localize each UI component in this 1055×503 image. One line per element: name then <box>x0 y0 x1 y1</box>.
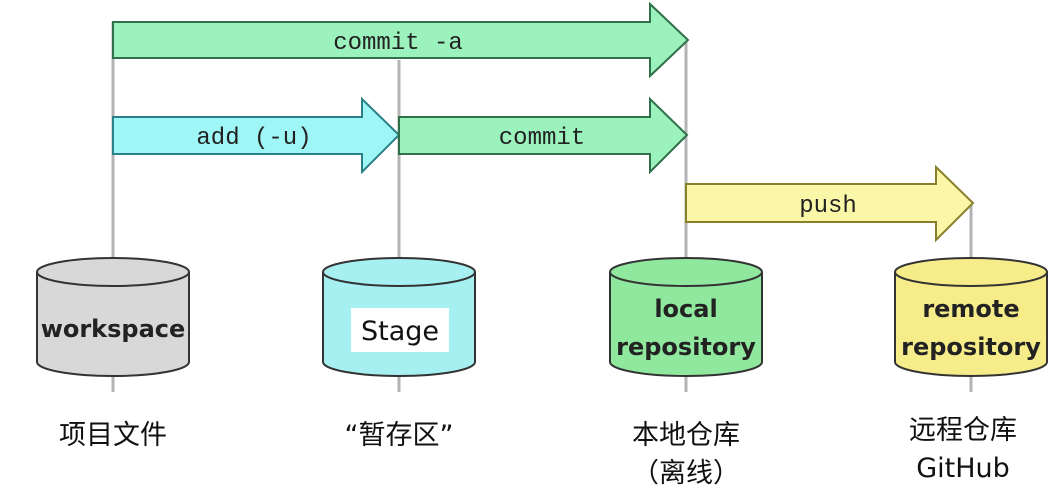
local-label-line2: repository <box>616 333 756 361</box>
remote-label-line1: remote <box>922 295 1019 323</box>
remote-caption: 远程仓库 GitHub <box>871 412 1055 488</box>
remote-caption-line2: GitHub <box>916 453 1010 484</box>
local-label-line1: local <box>654 295 717 323</box>
local-caption-line1: 本地仓库 <box>632 420 740 451</box>
local-repository-cylinder: local repository <box>609 257 763 377</box>
workspace-caption-text: 项目文件 <box>59 420 167 451</box>
commit-all-arrow: commit -a <box>112 1 690 79</box>
push-arrow: push <box>685 164 975 243</box>
stage-cylinder: Stage <box>322 257 476 377</box>
stage-caption: “暂存区” <box>299 417 499 455</box>
push-label: push <box>799 193 857 220</box>
commit-label: commit <box>499 125 585 152</box>
workspace-cylinder: workspace <box>36 257 190 377</box>
add-arrow: add (-u) <box>112 96 401 175</box>
stage-caption-text: “暂存区” <box>344 420 454 451</box>
remote-caption-line1: 远程仓库 <box>909 415 1017 446</box>
stage-label: Stage <box>361 316 439 347</box>
remote-repository-cylinder: remote repository <box>894 257 1048 377</box>
local-caption: 本地仓库 （离线） <box>586 417 786 493</box>
remote-label-line2: repository <box>901 333 1041 361</box>
stage-label-box <box>351 308 449 352</box>
workspace-caption: 项目文件 <box>13 417 213 455</box>
workspace-label: workspace <box>41 315 186 343</box>
add-label: add (-u) <box>196 125 311 152</box>
commit-all-label: commit -a <box>333 30 463 57</box>
local-caption-line2: （离线） <box>632 458 740 489</box>
commit-arrow: commit <box>398 96 689 175</box>
